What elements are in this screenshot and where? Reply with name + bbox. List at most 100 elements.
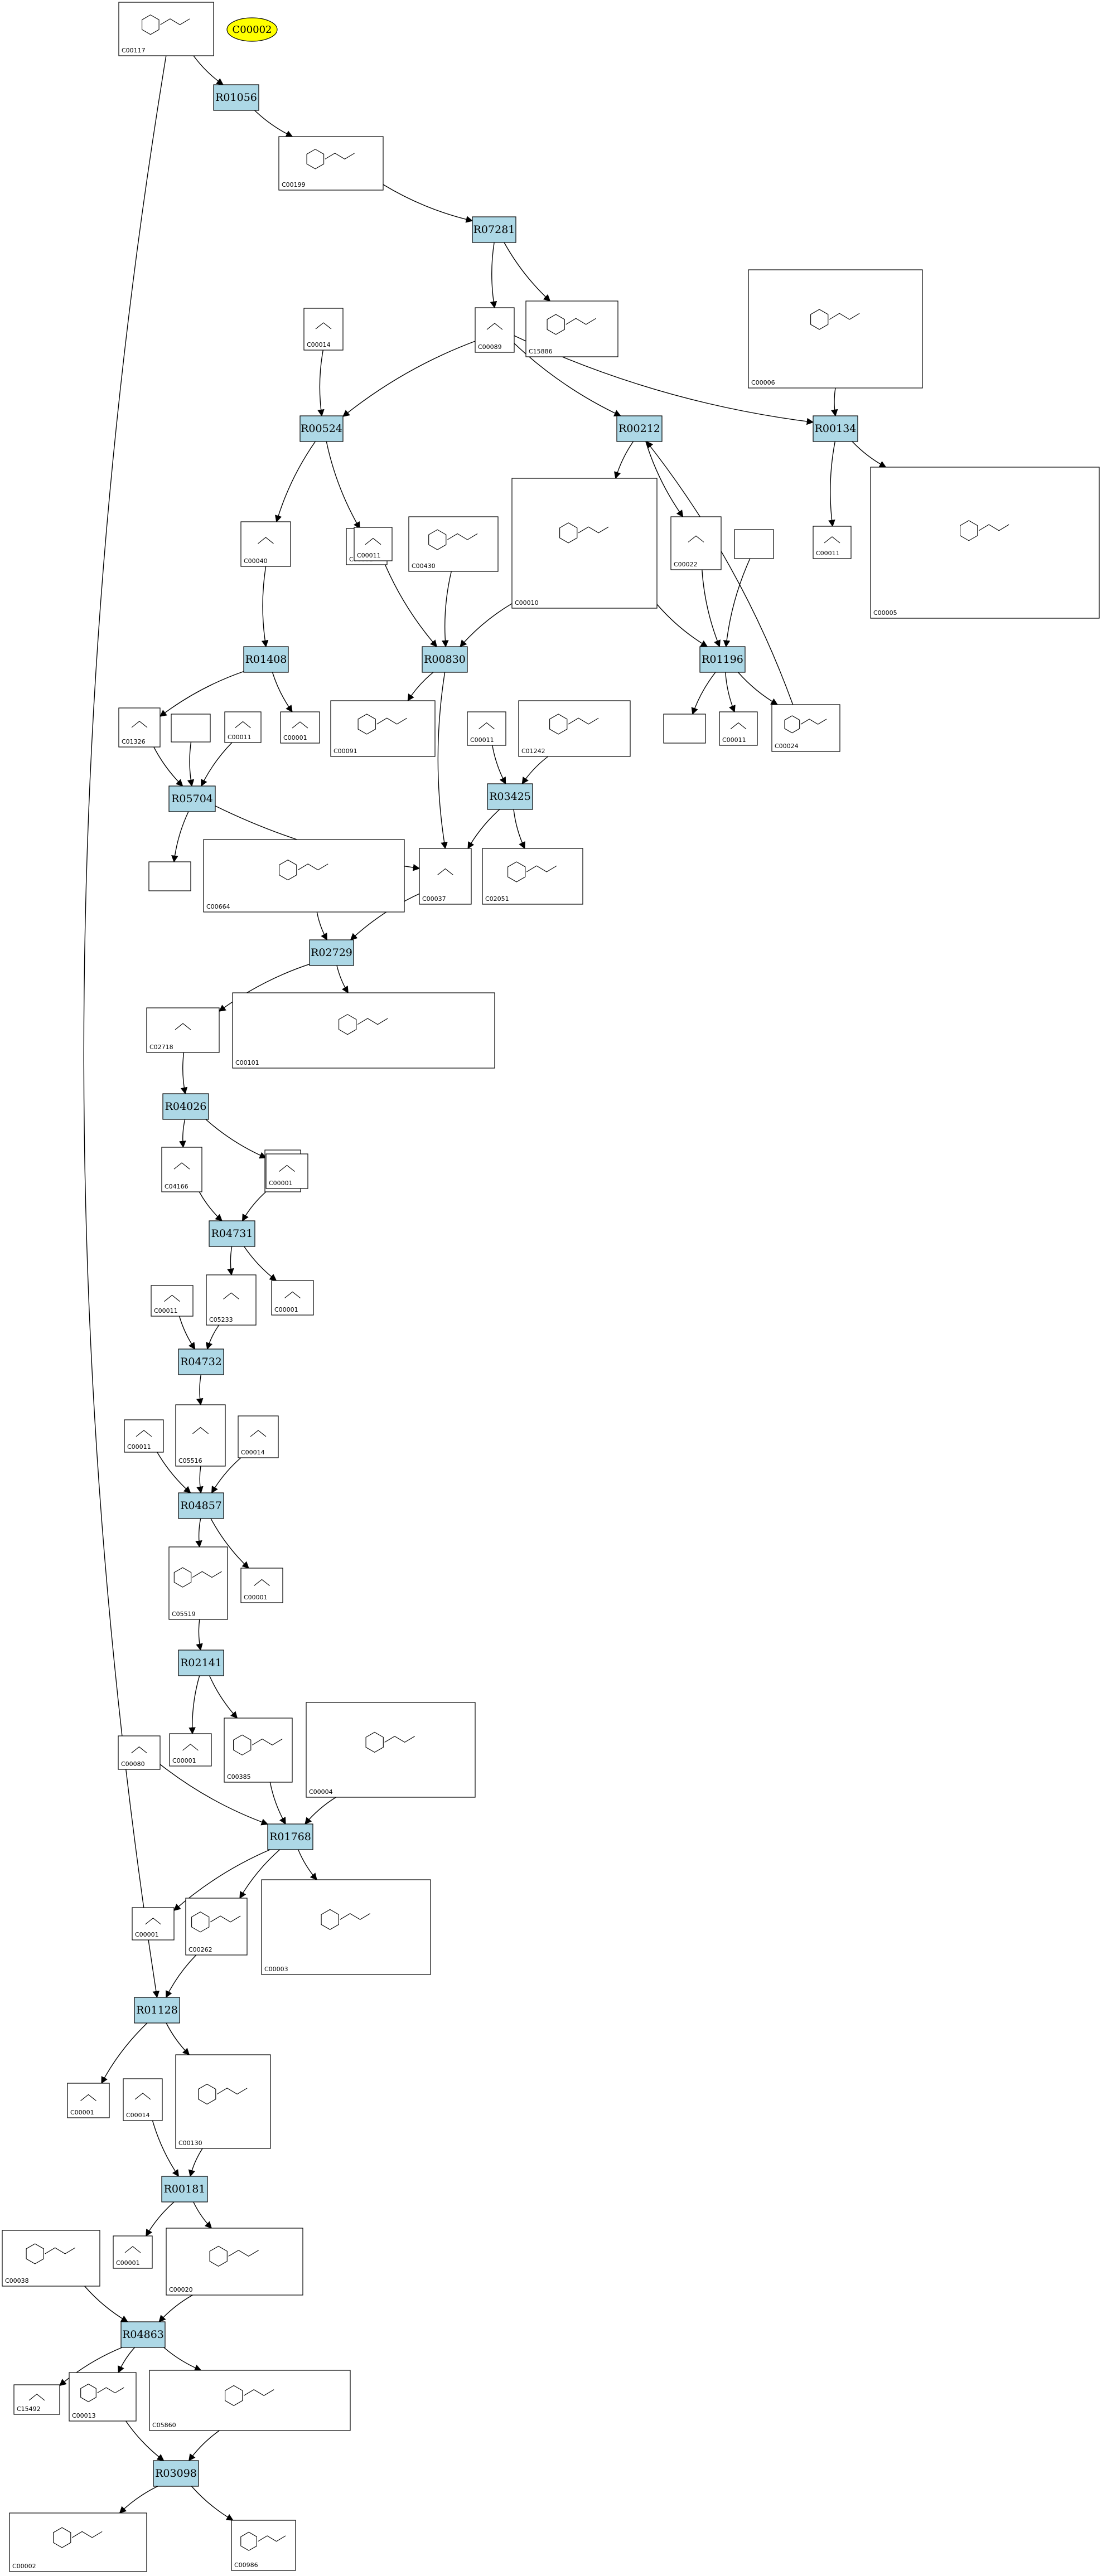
reaction-node-r01408[interactable]: R01408 <box>243 646 289 673</box>
compound-node-c00011[interactable]: C00011 <box>151 1285 194 1317</box>
compound-node-c00002[interactable]: C00002 <box>9 2512 147 2572</box>
compound-node-c00024[interactable]: C00024 <box>771 704 840 752</box>
reaction-node-r00134[interactable]: R00134 <box>813 415 858 442</box>
compound-node-c00091[interactable]: C00091 <box>330 700 436 757</box>
compound-node-c00038[interactable]: C00038 <box>2 2230 100 2287</box>
compound-node-c05860[interactable]: C05860 <box>149 2370 351 2431</box>
compound-node-c00001[interactable]: C00001 <box>265 1153 308 1189</box>
compound-node-c00001[interactable]: C00001 <box>280 711 320 744</box>
structure-glyph <box>478 722 495 730</box>
compound-node-c00117[interactable]: C00117 <box>118 2 214 56</box>
reaction-box <box>213 84 259 111</box>
compound-node-c00011[interactable]: C00011 <box>354 527 393 561</box>
reaction-node-r01196[interactable]: R01196 <box>699 646 746 673</box>
compound-node-c00037[interactable]: C00037 <box>419 848 472 905</box>
reaction-box <box>168 785 216 812</box>
compound-node-c00664[interactable]: C00664 <box>203 839 405 913</box>
compound-node-c00001[interactable]: C00001 <box>240 1568 283 1603</box>
reaction-node-r04732[interactable]: R04732 <box>178 1348 224 1375</box>
compound-box <box>870 467 1100 619</box>
compound-node-c00001[interactable]: C00001 <box>113 2235 153 2269</box>
compound-node-c15492[interactable]: C15492 <box>13 2384 60 2415</box>
compound-node-c00089[interactable]: C00089 <box>475 307 515 353</box>
reaction-node-r00181[interactable]: R00181 <box>161 2176 208 2203</box>
structure-glyph <box>134 2093 151 2100</box>
compound-id-label: C00262 <box>188 1946 212 1953</box>
compound-node-c00011[interactable]: C00011 <box>124 1419 164 1453</box>
compound-node-c00262[interactable]: C00262 <box>185 1898 248 1956</box>
compound-node-c00006[interactable]: C00006 <box>748 269 923 389</box>
compound-node-c00199[interactable]: C00199 <box>278 136 384 191</box>
compound-node-c00001[interactable]: C00001 <box>67 2083 110 2118</box>
goal-compound[interactable]: C00002 <box>226 17 278 42</box>
reaction-node-r01056[interactable]: R01056 <box>213 84 259 111</box>
compound-node-c02718[interactable]: C02718 <box>146 1007 220 1053</box>
compound-node-c00001[interactable]: C00001 <box>169 1733 212 1767</box>
compound-box <box>261 1879 431 1975</box>
compound-id-label: C00011 <box>154 1307 178 1314</box>
compound-node-c00040[interactable]: C00040 <box>240 521 291 567</box>
reaction-node-r02141[interactable]: R02141 <box>178 1650 224 1676</box>
reaction-node-r00212[interactable]: R00212 <box>616 415 663 442</box>
compound-node-c00020[interactable]: C00020 <box>166 2228 303 2296</box>
compound-node-c00022[interactable]: C00022 <box>670 516 722 570</box>
reaction-node-r04026[interactable]: R04026 <box>162 1093 209 1120</box>
compound-node-c05516[interactable]: C05516 <box>175 1404 226 1467</box>
reaction-node-r05704[interactable]: R05704 <box>168 785 216 812</box>
compound-node-c00001[interactable]: C00001 <box>271 1280 314 1316</box>
reaction-node-r00830[interactable]: R00830 <box>422 646 468 673</box>
compound-node-c01242[interactable]: C01242 <box>518 700 631 757</box>
reaction-node-r04857[interactable]: R04857 <box>178 1492 224 1519</box>
compound-node-c02051[interactable]: C02051 <box>482 848 583 905</box>
reaction-node-r01768[interactable]: R01768 <box>267 1823 313 1850</box>
compound-node-blank[interactable] <box>171 714 211 743</box>
compound-node-blank[interactable] <box>734 529 774 559</box>
compound-box <box>482 848 583 905</box>
compound-node-c00986[interactable]: C00986 <box>231 2520 296 2571</box>
compound-node-c00011[interactable]: C00011 <box>813 526 852 559</box>
structure-glyph <box>730 722 747 730</box>
compound-node-c00004[interactable]: C00004 <box>306 1702 476 1798</box>
compound-node-c00001[interactable]: C00001 <box>132 1907 175 1941</box>
reaction-node-r02729[interactable]: R02729 <box>309 939 354 966</box>
compound-box <box>475 307 515 353</box>
reaction-node-r04863[interactable]: R04863 <box>120 2321 166 2348</box>
compound-node-c00003[interactable]: C00003 <box>261 1879 431 1975</box>
compound-node-c00080[interactable]: C00080 <box>118 1735 161 1770</box>
edge-C00199-R07281 <box>383 184 473 223</box>
compound-node-blank[interactable] <box>148 861 191 891</box>
edge-C00037-R02729 <box>350 893 420 940</box>
structure-glyph <box>279 859 328 881</box>
compound-node-c00013[interactable]: C00013 <box>69 2372 137 2422</box>
compound-node-c00011[interactable]: C00011 <box>719 711 758 746</box>
compound-node-c00010[interactable]: C00010 <box>511 478 658 609</box>
reaction-node-r03098[interactable]: R03098 <box>153 2460 199 2487</box>
reaction-node-r01128[interactable]: R01128 <box>134 1997 180 2024</box>
compound-node-c00385[interactable]: C00385 <box>224 1718 293 1783</box>
compound-node-c00011[interactable]: C00011 <box>467 711 506 746</box>
compound-box <box>171 714 211 743</box>
compound-node-c00014[interactable]: C00014 <box>303 308 344 351</box>
edge-C00011g-R04857 <box>157 1452 191 1493</box>
compound-node-c04166[interactable]: C04166 <box>161 1147 202 1192</box>
compound-node-c00430[interactable]: C00430 <box>408 516 499 572</box>
edge-R04857-C05519 <box>195 1518 202 1548</box>
reaction-node-r03425[interactable]: R03425 <box>487 783 533 810</box>
compound-node-c00014[interactable]: C00014 <box>238 1415 279 1458</box>
reaction-node-r04731[interactable]: R04731 <box>209 1220 255 1247</box>
compound-node-c00011[interactable]: C00011 <box>224 711 262 743</box>
edge-R07281-C15886 <box>504 242 551 302</box>
compound-node-c00005[interactable]: C00005 <box>870 467 1100 619</box>
compound-node-blank[interactable] <box>663 714 706 744</box>
reaction-box <box>162 1093 209 1120</box>
reaction-node-r07281[interactable]: R07281 <box>472 216 516 243</box>
compound-node-c15886[interactable]: C15886 <box>525 300 618 357</box>
compound-node-c00101[interactable]: C00101 <box>232 992 495 1069</box>
compound-node-c00130[interactable]: C00130 <box>175 2054 271 2149</box>
reaction-node-r00524[interactable]: R00524 <box>299 415 344 442</box>
compound-node-c01326[interactable]: C01326 <box>118 707 161 748</box>
reaction-box <box>161 2176 208 2203</box>
compound-node-c00014[interactable]: C00014 <box>123 2078 163 2121</box>
compound-node-c05519[interactable]: C05519 <box>168 1546 228 1620</box>
compound-node-c05233[interactable]: C05233 <box>206 1274 257 1326</box>
